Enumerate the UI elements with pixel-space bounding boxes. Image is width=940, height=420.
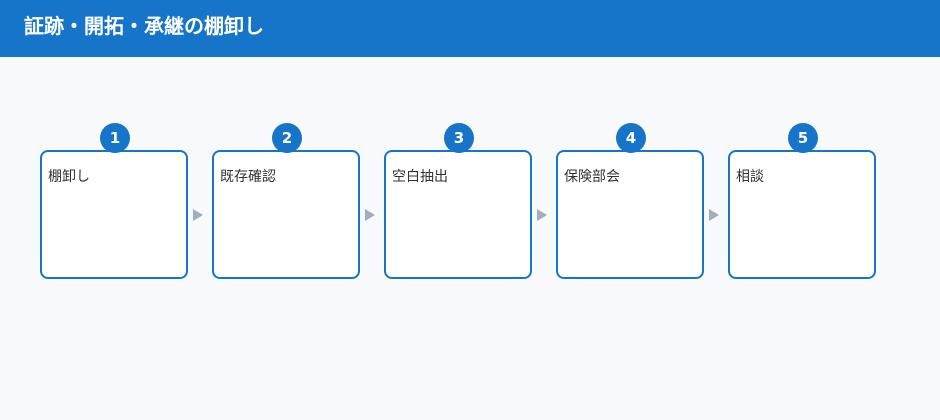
page-title: 証跡・開拓・承継の棚卸し bbox=[24, 14, 264, 38]
step-label: 保険部会 bbox=[564, 169, 620, 185]
step-number-badge: 4 bbox=[616, 123, 646, 153]
step-card-1: 棚卸し bbox=[40, 150, 188, 279]
step-label: 既存確認 bbox=[220, 169, 276, 185]
step-label: 空白抽出 bbox=[392, 169, 448, 185]
step-number-badge: 1 bbox=[100, 123, 130, 153]
step-label: 相談 bbox=[736, 169, 764, 185]
step-card-2: 既存確認 bbox=[212, 150, 360, 279]
arrow-right-icon bbox=[193, 209, 203, 221]
arrow-right-icon bbox=[709, 209, 719, 221]
step-number-badge: 2 bbox=[272, 123, 302, 153]
step-label: 棚卸し bbox=[48, 169, 90, 185]
step-card-5: 相談 bbox=[728, 150, 876, 279]
step-card-4: 保険部会 bbox=[556, 150, 704, 279]
arrow-right-icon bbox=[537, 209, 547, 221]
step-number-badge: 3 bbox=[444, 123, 474, 153]
header-bar: 証跡・開拓・承継の棚卸し bbox=[0, 0, 940, 57]
step-card-3: 空白抽出 bbox=[384, 150, 532, 279]
arrow-right-icon bbox=[365, 209, 375, 221]
step-number-badge: 5 bbox=[788, 123, 818, 153]
